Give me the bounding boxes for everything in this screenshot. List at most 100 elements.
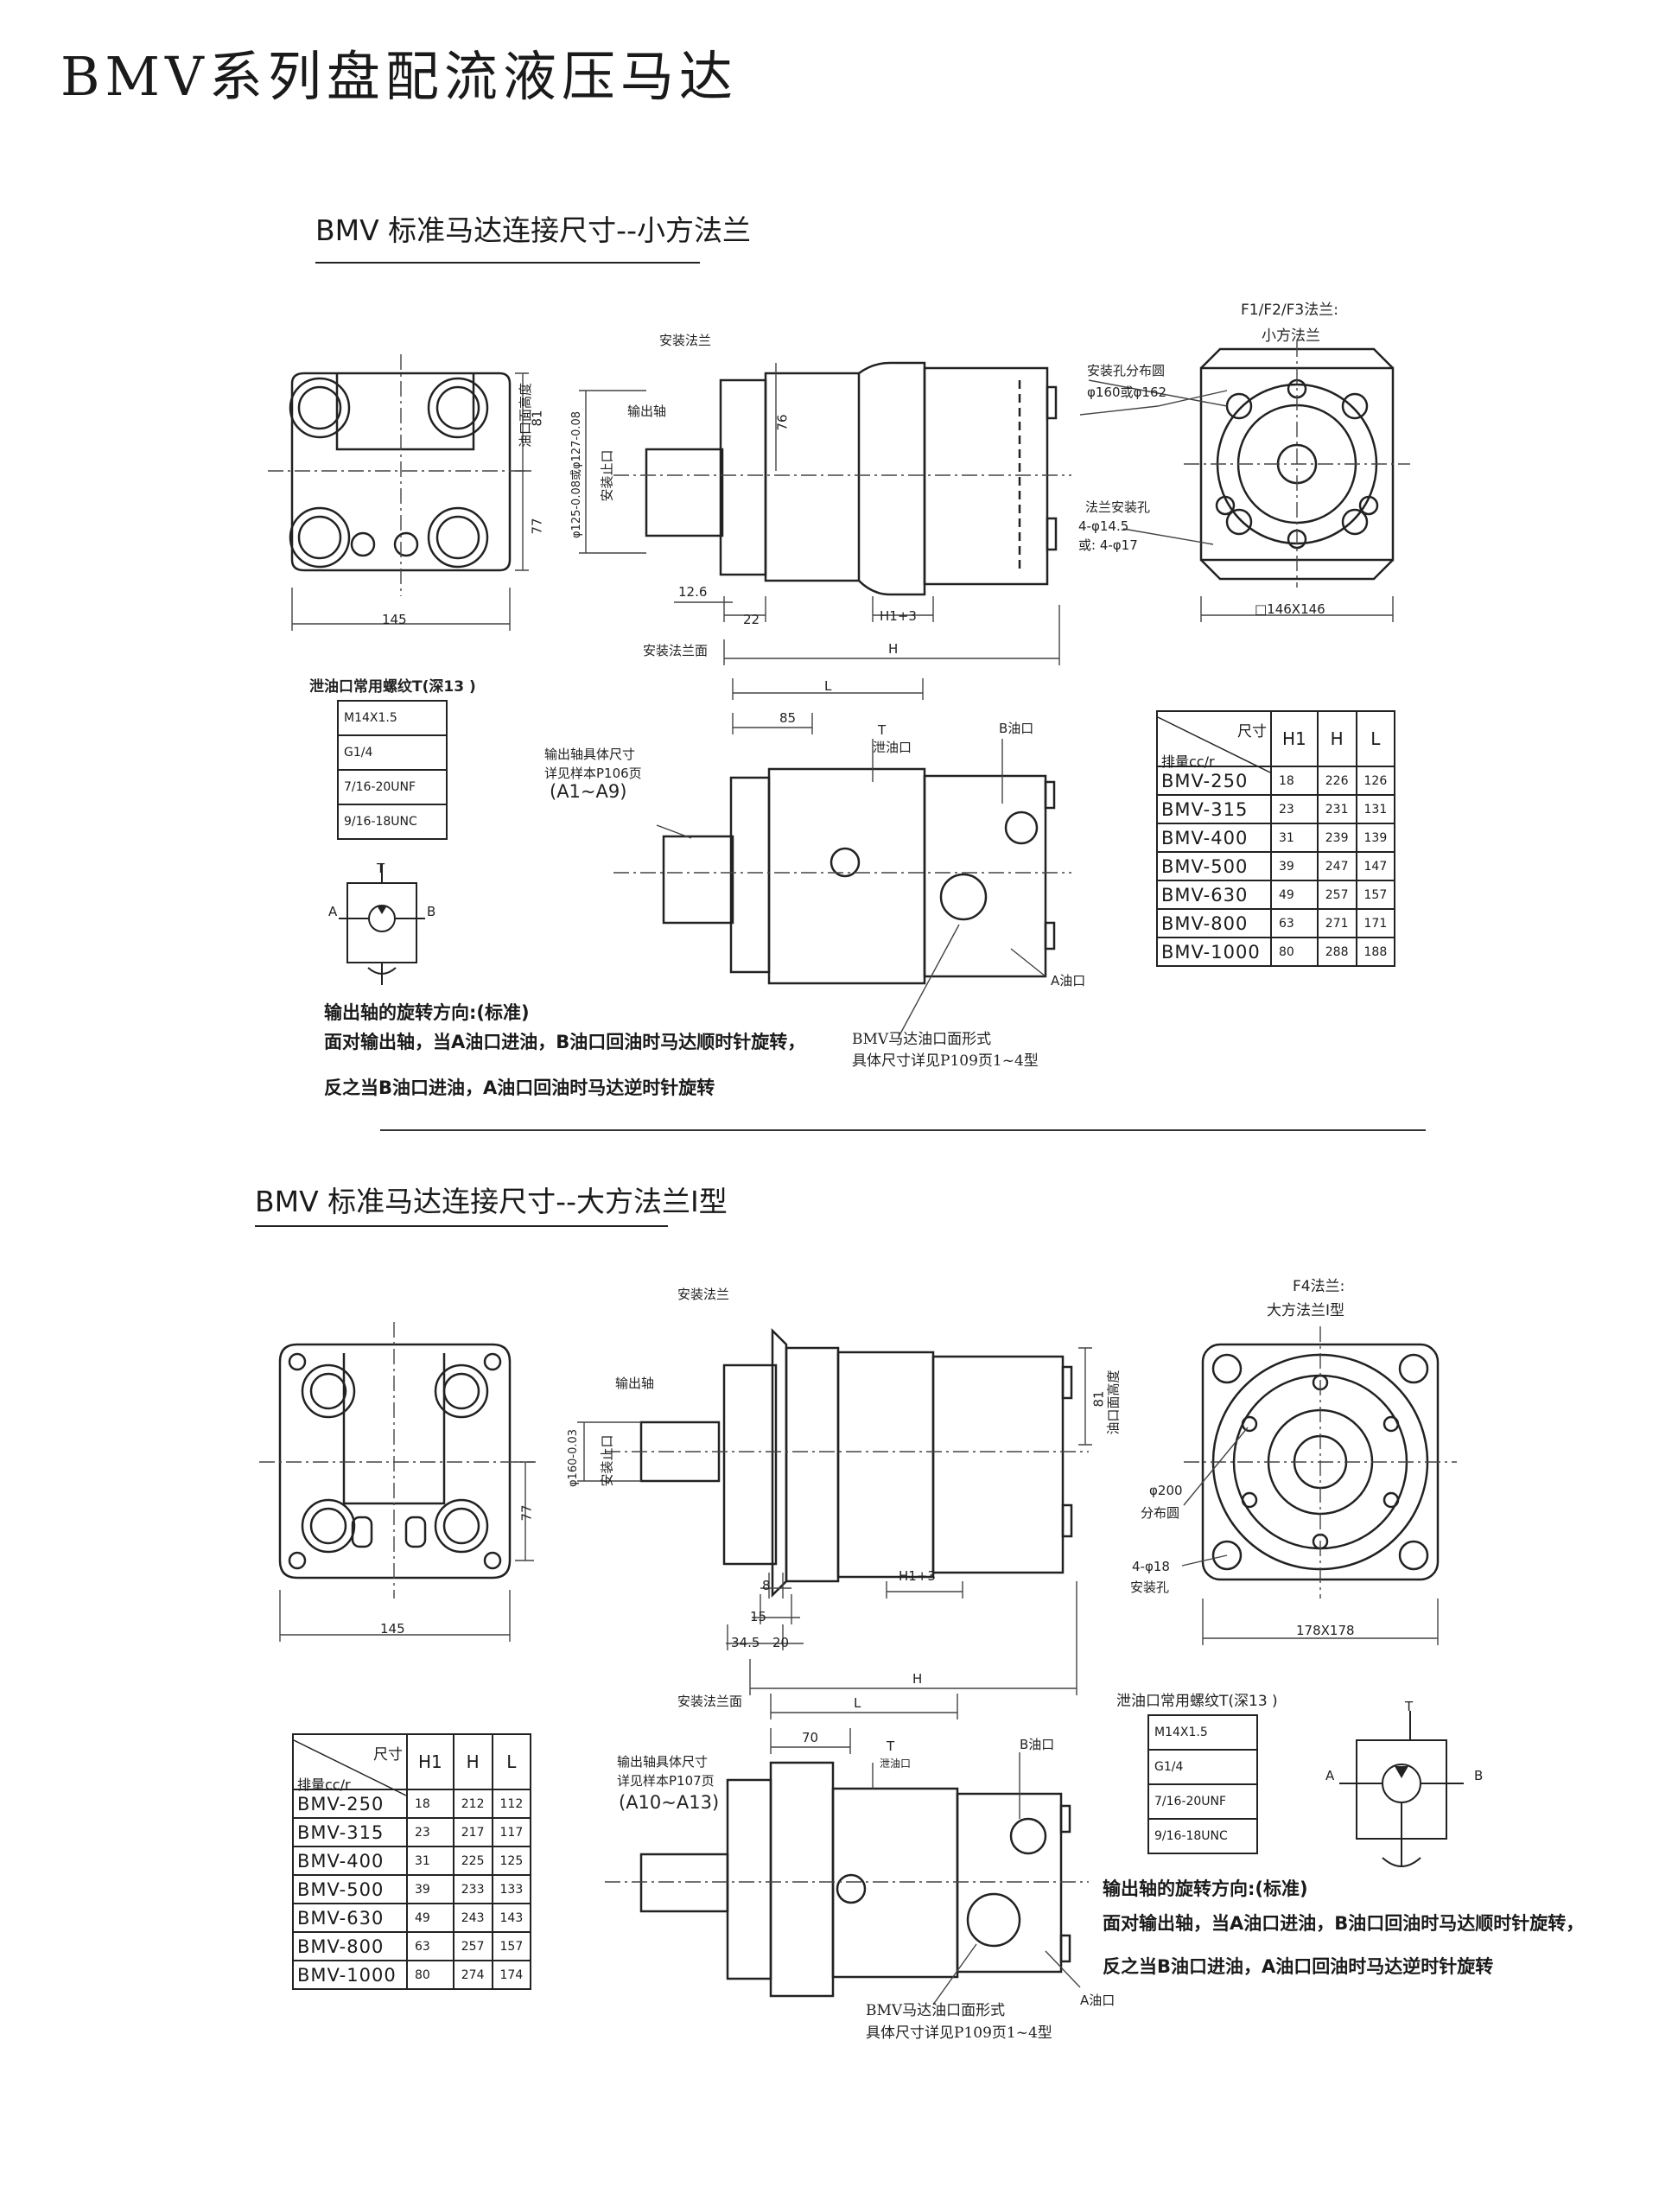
s2-thread: M14X1.5 (1147, 1714, 1258, 1751)
s1-h: 231 (1316, 794, 1357, 824)
s1-col-l: L (1355, 710, 1396, 767)
s1-thread: G1/4 (337, 734, 448, 771)
s1-flange-type: F1/F2/F3法兰: (1241, 302, 1338, 319)
s1-t-port: T (878, 722, 887, 738)
s1-l: 188 (1355, 937, 1396, 967)
s1-side-view (645, 361, 1058, 596)
s2-holes: 4-φ18 (1132, 1559, 1170, 1574)
page-title: BMV系列盘配流液压马达 (60, 45, 738, 108)
s2-lower-view (639, 1761, 1071, 1998)
s2-sym-b: B (1474, 1768, 1484, 1783)
s1-flange-name: 小方法兰 (1262, 327, 1320, 345)
s1-sym-a: A (328, 904, 338, 919)
s1-shaft-ref-2: 详见样本P106页 (544, 766, 642, 781)
s2-l: 143 (491, 1903, 532, 1933)
s1-dim-l: L (824, 678, 832, 694)
s1-h1: 80 (1270, 937, 1319, 967)
s2-model: BMV-315 (292, 1817, 408, 1847)
s1-model: BMV-250 (1156, 766, 1272, 796)
s2-l: 133 (491, 1874, 532, 1904)
s2-shaft-ref-1: 输出轴具体尺寸 (617, 1754, 709, 1770)
s1-h: 257 (1316, 880, 1357, 910)
s2-h1: 80 (406, 1960, 454, 1990)
s2-model: BMV-630 (292, 1903, 408, 1933)
s1-b-port: B油口 (999, 721, 1034, 736)
s2-a-port: A油口 (1080, 1993, 1116, 2008)
s1-bolt-circle: 安装孔分布圆 (1087, 363, 1166, 378)
s2-port-face-1: BMV马达油口面形式 (866, 2002, 1006, 2019)
s2-col-h1: H1 (406, 1733, 454, 1790)
s1-h1: 31 (1270, 823, 1319, 853)
s2-h: 233 (452, 1874, 493, 1904)
s1-flange-holes: 法兰安装孔 (1085, 499, 1151, 515)
s2-h1: 63 (406, 1931, 454, 1961)
s1-dim-h1-3: H1+3 (880, 608, 917, 624)
s2-l: 112 (491, 1789, 532, 1819)
s1-h1: 39 (1270, 851, 1319, 881)
s1-thread: 7/16-20UNF (337, 769, 448, 805)
s2-corner-top: 尺寸 (373, 1746, 403, 1764)
s2-h1: 39 (406, 1874, 454, 1904)
s2-col-l: L (491, 1733, 532, 1790)
s1-model: BMV-800 (1156, 908, 1272, 938)
section2-underline (255, 1225, 668, 1227)
s1-holes-2: 或: 4-φ17 (1078, 537, 1138, 553)
s1-model: BMV-630 (1156, 880, 1272, 910)
s2-dim-15: 15 (750, 1609, 767, 1624)
s1-model: BMV-1000 (1156, 937, 1272, 967)
s1-rotation-line1: 面对输出轴，当A油口进油，B油口回油时马达顺时针旋转， (324, 1032, 806, 1052)
s2-sym-a: A (1325, 1768, 1335, 1783)
s1-port-face-2: 具体尺寸详见P109页1~4型 (852, 1052, 1039, 1070)
s2-sym-t: T (1405, 1699, 1414, 1714)
s1-dim-85: 85 (779, 710, 797, 726)
s2-output-shaft-label: 输出轴 (615, 1376, 655, 1391)
s1-h1: 49 (1270, 880, 1319, 910)
s1-model: BMV-500 (1156, 851, 1272, 881)
s2-h1: 18 (406, 1789, 454, 1819)
s1-dim-12-6: 12.6 (678, 584, 708, 600)
s2-flange-type: F4法兰: (1293, 1278, 1345, 1295)
s2-flange-name: 大方法兰I型 (1267, 1302, 1345, 1319)
s1-shaft-range: (A1~A9) (550, 781, 627, 802)
s2-rotation-title: 输出轴的旋转方向:(标准) (1103, 1878, 1308, 1899)
s2-corner-bottom: 排量cc/r (297, 1777, 351, 1793)
s2-model: BMV-400 (292, 1846, 408, 1876)
s1-dim-145: 145 (382, 612, 407, 627)
s2-l: 117 (491, 1817, 532, 1847)
s1-h1: 18 (1270, 766, 1319, 796)
s1-model: BMV-400 (1156, 823, 1272, 853)
s2-dim-h: H (912, 1671, 923, 1687)
s2-drain-thread-table: M14X1.5 G1/4 7/16-20UNF 9/16-18UNC (1147, 1714, 1258, 1854)
s1-drain-thread-table: M14X1.5 G1/4 7/16-20UNF 9/16-18UNC (337, 700, 448, 840)
s2-h1: 31 (406, 1846, 454, 1876)
s2-holes-name: 安装孔 (1130, 1580, 1170, 1595)
s2-l: 157 (491, 1931, 532, 1961)
s1-corner-top: 尺寸 (1237, 723, 1267, 741)
s2-dim-70: 70 (802, 1730, 819, 1745)
s1-dim-h: H (888, 641, 899, 657)
s1-table-corner: 尺寸 排量cc/r (1156, 710, 1272, 773)
s1-drain-title: 泄油口常用螺纹T(深13 ) (309, 678, 476, 696)
s2-drain-port: 泄油口 (880, 1758, 912, 1770)
s2-t-port: T (887, 1738, 895, 1754)
s1-h1: 23 (1270, 794, 1319, 824)
s2-square: 178X178 (1296, 1623, 1355, 1638)
s1-shaft-ref-1: 输出轴具体尺寸 (544, 747, 636, 762)
s2-table-corner: 尺寸 排量cc/r (292, 1733, 408, 1796)
s1-l: 171 (1355, 908, 1396, 938)
s2-model: BMV-1000 (292, 1960, 408, 1990)
s2-mount-flange-label: 安装法兰 (677, 1287, 730, 1302)
s2-port-face-2: 具体尺寸详见P109页1~4型 (866, 2024, 1052, 2042)
s1-holes-1: 4-φ14.5 (1078, 518, 1129, 534)
s2-model: BMV-800 (292, 1931, 408, 1961)
s2-l: 125 (491, 1846, 532, 1876)
